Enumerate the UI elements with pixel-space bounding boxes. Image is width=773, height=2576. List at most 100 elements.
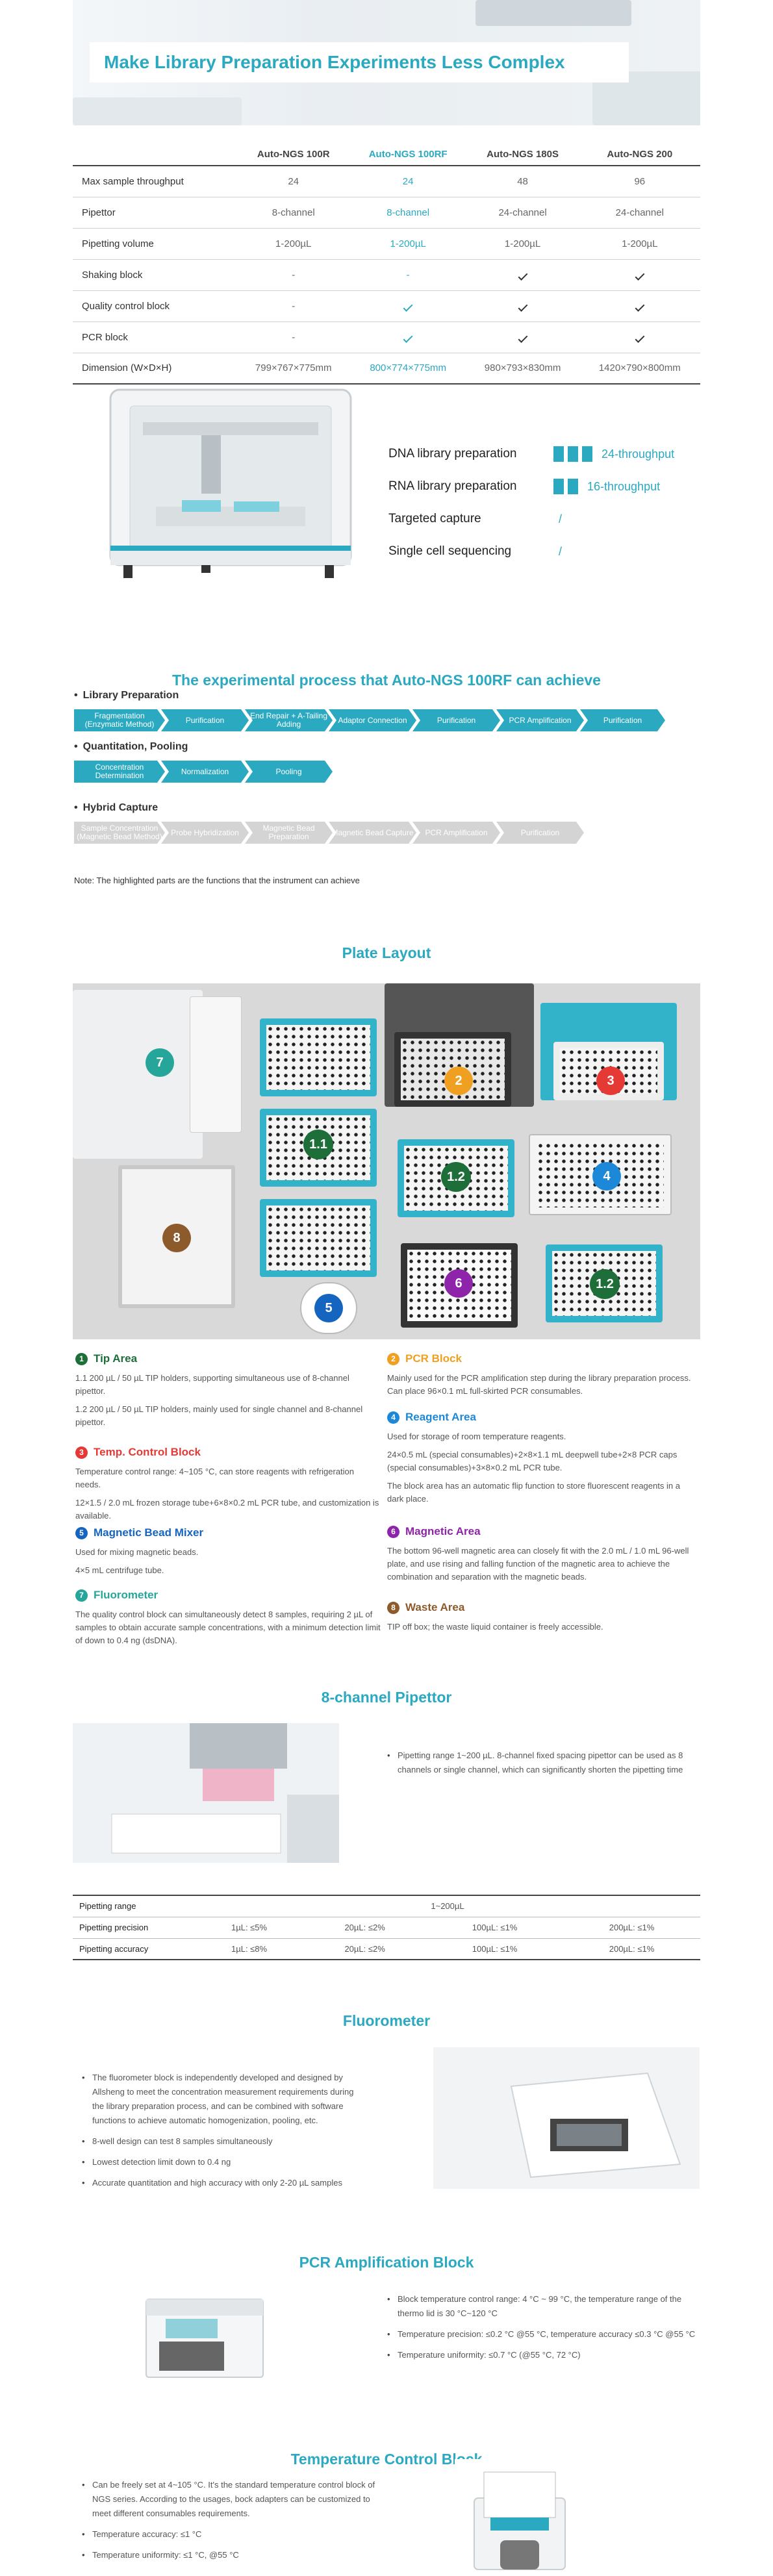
process-step: Purification [161,709,249,731]
marker-3: 3 [596,1067,625,1095]
tip-rack [546,1244,663,1322]
process-step: PCR Amplification [496,709,584,731]
pcr-title: PCR Amplification Block [299,2254,474,2271]
pipettor-photo [73,1723,339,1863]
legend-line: Used for mixing magnetic beads. [75,1547,199,1557]
pipettor-bullets: Pipetting range 1~200 µL. 8-channel fixe… [387,1749,699,1784]
plate-title: Plate Layout [342,944,431,961]
spec-cell: 8-channel [236,197,350,229]
fluorometer-photo [433,2047,700,2189]
banner-decor [475,0,631,26]
pipettor-cell: 200µL: ≤1% [563,1917,700,1939]
legend-line: 12×1.5 / 2.0 mL frozen storage tube+6×8×… [75,1498,379,1521]
legend-title-text: Tip Area [94,1352,138,1365]
legend-line: The bottom 96-well magnetic area can clo… [387,1546,689,1582]
marker-1-2: 1.2 [441,1162,471,1192]
marker-5: 5 [314,1294,343,1322]
fluorometer-slot [190,996,242,1133]
capability-value: / [559,512,563,525]
pipettor-cell: 1~200µL [195,1895,700,1917]
legend-title-text: Waste Area [405,1601,465,1613]
capability-label: DNA library preparation [388,447,517,461]
marker-1-1: 1.1 [303,1130,333,1159]
spec-row-label: Shaking block [73,259,237,291]
pcr-bullet: Block temperature control range: 4 °C ~ … [387,2292,702,2321]
spec-cell: - [349,259,466,291]
temp-block-photo [455,2459,578,2573]
process-step: Concentration Determination [74,761,165,783]
spec-header [73,143,237,166]
fluorometer-bullet: 8-well design can test 8 samples simulta… [82,2134,368,2149]
legend-line: 4×5 mL centrifuge tube. [75,1565,164,1575]
legend-number: 6 [387,1525,399,1538]
throughput-bar [553,479,564,494]
spec-cell: 1-200µL [236,228,350,260]
hero-banner: Make Library Preparation Experiments Les… [73,0,700,125]
throughput-bar [553,446,564,462]
spec-cell: 1-200µL [466,228,579,260]
temp-bullets: Can be freely set at 4~105 °C. It's the … [82,2478,381,2569]
check-icon [635,270,645,281]
marker-8: 8 [162,1224,191,1252]
process-group-title: Quantitation, Pooling [74,741,188,753]
banner-title: Make Library Preparation Experiments Les… [90,42,629,82]
legend-description: Mainly used for the PCR amplification st… [387,1372,692,1403]
check-icon [579,290,700,322]
legend-title-text: Reagent Area [405,1411,476,1423]
legend-description: TIP off box; the waste liquid container … [387,1621,692,1639]
spec-row: PCR block- [73,322,700,353]
throughput-bar [582,446,592,462]
legend-number: 1 [75,1352,88,1365]
capability-value: 24-throughput [602,448,675,461]
marker-6: 6 [444,1269,473,1298]
legend-title: 1 Tip Area [75,1352,137,1365]
temp-bullet: Temperature accuracy: ≤1 °C [82,2527,381,2542]
process-step: Probe Hybridization [161,822,249,844]
spec-cell: 800×774×775mm [349,353,466,385]
pipettor-cell: 20µL: ≤2% [303,1938,427,1960]
spec-cell: 1420×790×800mm [579,353,700,385]
pipettor-cell: 20µL: ≤2% [303,1917,427,1939]
tip-rack [260,1018,377,1096]
process-group-title: Hybrid Capture [74,802,158,814]
spec-cell: 24 [349,166,466,197]
process-step: Pooling [245,761,333,783]
process-step: PCR Amplification [412,822,500,844]
fluorometer-bullets: The fluorometer block is independently d… [82,2071,368,2197]
legend-description: The bottom 96-well magnetic area can clo… [387,1545,692,1589]
check-icon [466,259,579,291]
pipettor-cell: 200µL: ≤1% [563,1938,700,1960]
spec-row: Quality control block- [73,290,700,322]
process-step: Magnetic Bead Capture [329,822,416,844]
legend-number: 4 [387,1411,399,1424]
fluorometer-block [73,990,203,1159]
spec-cell: - [236,259,350,291]
tip-rack [260,1199,377,1277]
check-icon [403,333,413,343]
temp-bullet: Temperature uniformity: ≤1 °C, @55 °C [82,2548,381,2562]
spec-cell: 24-channel [466,197,579,229]
check-icon [518,301,527,312]
legend-line: TIP off box; the waste liquid container … [387,1622,603,1632]
spec-cell: 1-200µL [579,228,700,260]
check-icon [579,322,700,353]
spec-cell: - [236,290,350,322]
legend-number: 8 [387,1601,399,1614]
marker-7: 7 [146,1048,174,1077]
process-step: Purification [580,709,665,731]
legend-description: The quality control block can simultaneo… [75,1608,381,1652]
legend-line: The block area has an automatic flip fun… [387,1481,680,1504]
spec-cell: 799×767×775mm [236,353,350,385]
spec-cell: 48 [466,166,579,197]
spec-header-highlight: Auto-NGS 100RF [349,143,466,166]
process-step: Adaptor Connection [329,709,416,731]
spec-row-label: Pipettor [73,197,237,229]
legend-description: Temperature control range: 4~105 °C, can… [75,1465,381,1528]
check-icon [635,333,645,343]
process-step: Purification [496,822,584,844]
